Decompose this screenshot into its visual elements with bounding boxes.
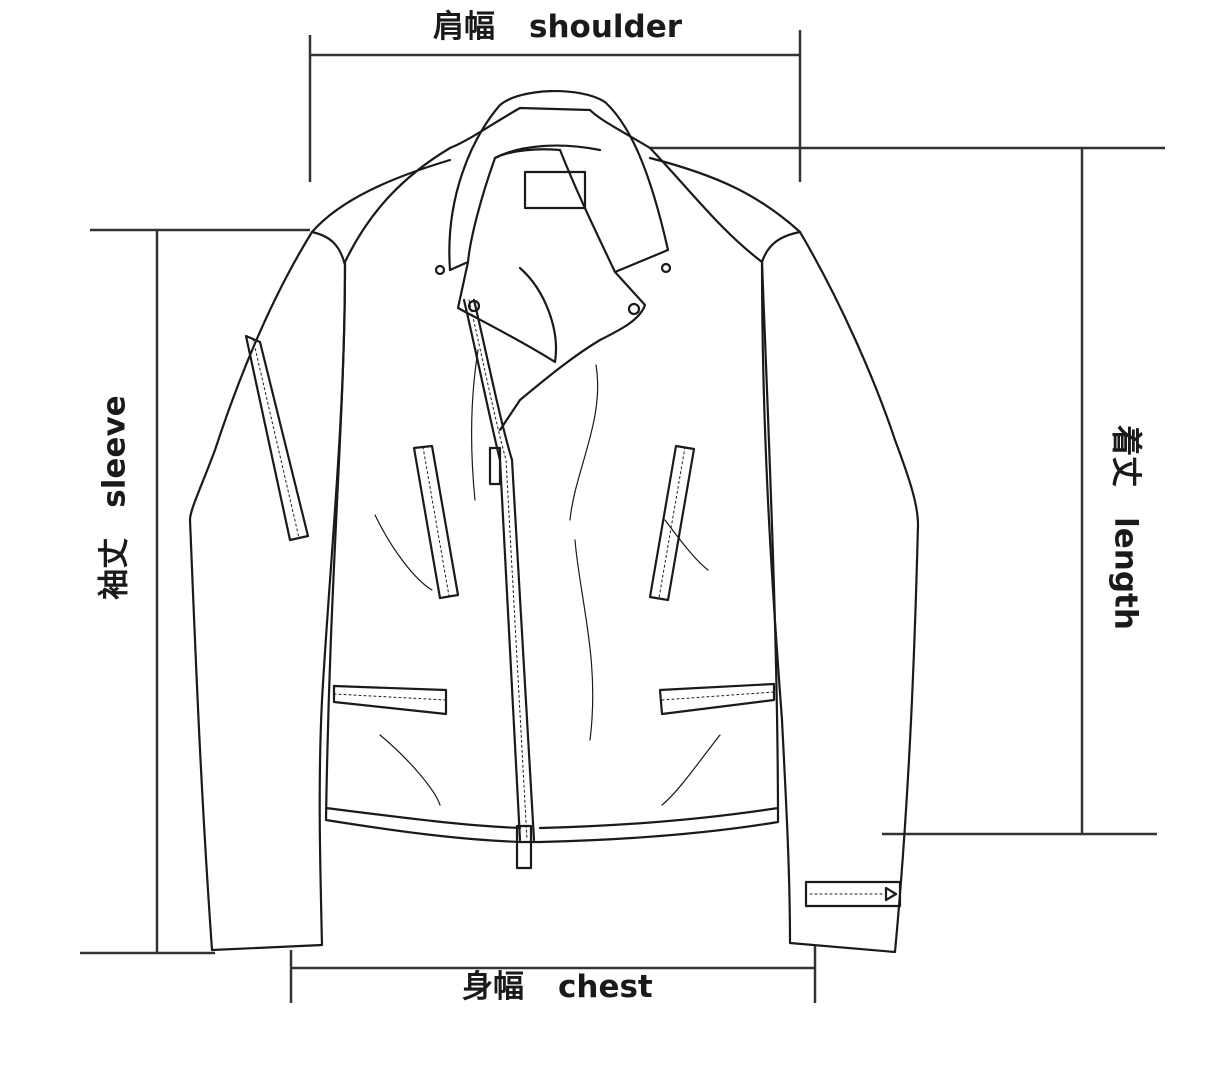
chest-label-en: chest [558,969,653,1005]
right-chest-zipper [648,444,696,602]
right-sleeve [760,230,920,954]
front-zipper [462,298,536,842]
sleeve-label-en: sleeve [96,395,133,508]
right-hand-pocket [658,682,776,716]
zipper-pull-bottom [515,824,533,870]
chest-label: 身幅 chest [462,972,653,1003]
sleeve-label: 袖丈 sleeve [96,358,133,638]
left-hand-pocket [332,684,448,716]
shoulder-label-ja: 肩幅 [433,9,495,45]
shoulder-label: 肩幅 shoulder [433,12,682,43]
measurement-lines [80,30,1165,1003]
cuff-zipper [804,880,902,908]
sleeve-label-ja: 袖丈 [96,537,133,600]
left-hand-pocket-teeth [333,693,447,701]
right-chest-zipper-teeth [658,446,686,599]
left-chest-zipper [412,444,460,600]
sleeve-zipper-teeth [252,338,300,539]
left-shoulder-seam [310,158,452,234]
lapel-snap-right [627,302,641,316]
wrinkle-lines [374,349,721,806]
length-label: 着丈 length [1107,388,1144,668]
collar-snap-left [434,264,446,276]
sleeve-zipper [244,334,310,542]
neck-label [523,170,587,210]
hem-band [324,806,780,830]
jacket-body [324,106,780,844]
jacket-drawing [188,89,920,954]
zipper-pull-top [488,446,502,486]
collar [448,89,670,274]
collar-inner [493,144,602,160]
right-shoulder-seam [648,156,802,234]
right-hand-pocket-teeth [661,691,775,701]
cuff-zipper-pull [884,886,898,902]
left-chest-zipper-teeth [422,446,450,597]
left-sleeve [188,230,347,952]
chest-label-ja: 身幅 [462,969,524,1005]
collar-snap-right [660,262,672,274]
length-label-ja: 着丈 [1107,425,1144,488]
zipper-teeth [468,299,528,841]
length-label-en: length [1107,517,1144,630]
right-lapel [498,270,647,432]
shoulder-label-en: shoulder [529,9,683,45]
left-lapel [456,260,557,364]
